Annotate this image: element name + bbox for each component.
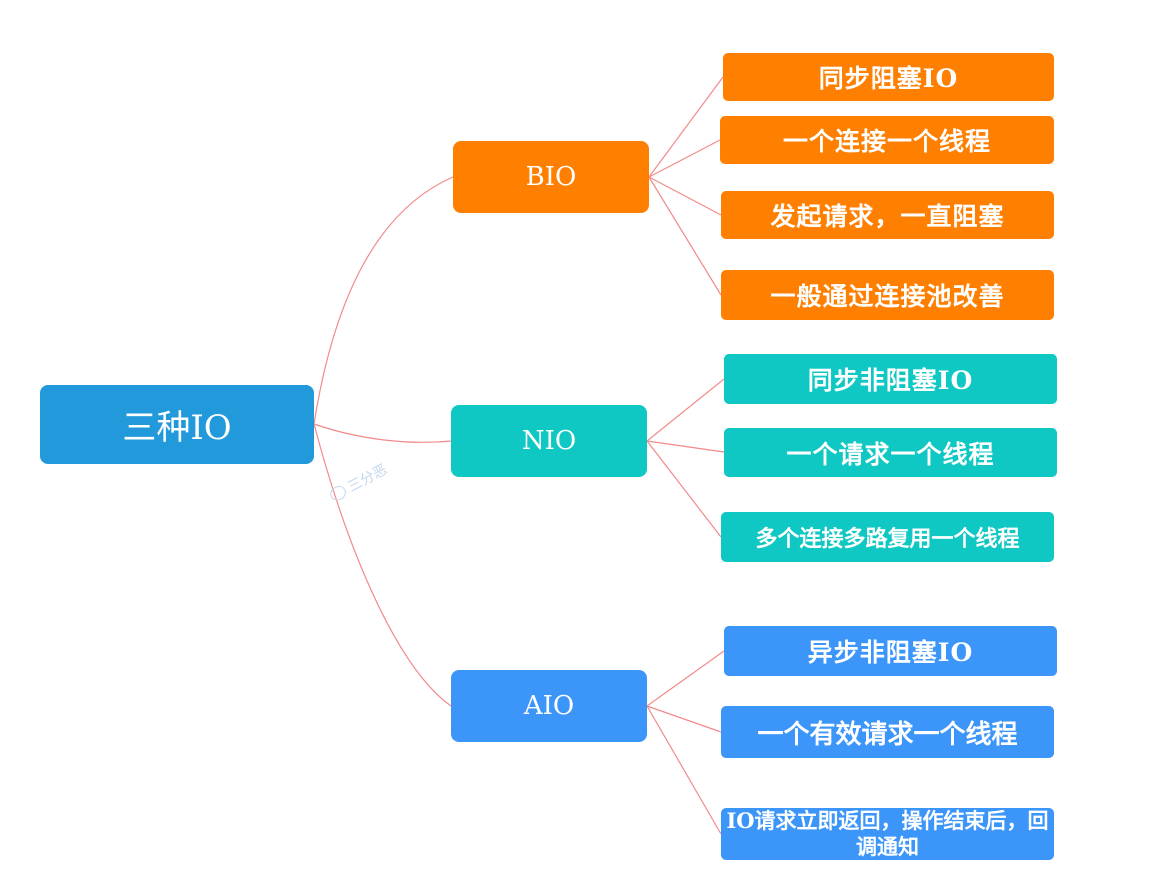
leaf-bio-blocking-request: 发起请求，一直阻塞 xyxy=(721,191,1054,239)
connector-aio-leaf-3 xyxy=(646,705,722,835)
leaf-aio-async-nonblocking: 异步非阻塞IO xyxy=(724,626,1057,676)
root-node: 三种IO xyxy=(40,385,314,464)
leaf-aio-callback-notify: IO请求立即返回，操作结束后，回调通知 xyxy=(721,808,1054,860)
connector-aio-leaf-1 xyxy=(646,650,725,707)
connector-bio-leaf-1 xyxy=(648,76,724,178)
connector-root-nio xyxy=(313,423,452,443)
leaf-nio-sync-nonblocking: 同步非阻塞IO xyxy=(724,354,1057,404)
connector-bio-leaf-3 xyxy=(648,176,722,216)
leaf-bio-connection-pool: 一般通过连接池改善 xyxy=(721,270,1054,320)
branch-bio: BIO xyxy=(453,141,649,213)
leaf-nio-multiplexing: 多个连接多路复用一个线程 xyxy=(721,512,1054,562)
branch-aio: AIO xyxy=(451,670,647,742)
leaf-aio-thread-per-valid-request: 一个有效请求一个线程 xyxy=(721,706,1054,758)
connector-root-aio xyxy=(313,423,452,707)
connector-bio-leaf-2 xyxy=(648,139,721,178)
connector-nio-leaf-1 xyxy=(646,378,725,442)
leaf-bio-sync-blocking: 同步阻塞IO xyxy=(723,53,1054,101)
branch-nio: NIO xyxy=(451,405,647,477)
connector-bio-leaf-4 xyxy=(648,176,722,296)
connector-aio-leaf-2 xyxy=(646,705,722,733)
connector-nio-leaf-3 xyxy=(646,440,722,538)
connector-nio-leaf-2 xyxy=(646,440,725,453)
leaf-nio-thread-per-request: 一个请求一个线程 xyxy=(724,428,1057,477)
connector-root-bio xyxy=(313,176,454,425)
leaf-bio-thread-per-connection: 一个连接一个线程 xyxy=(720,116,1054,164)
